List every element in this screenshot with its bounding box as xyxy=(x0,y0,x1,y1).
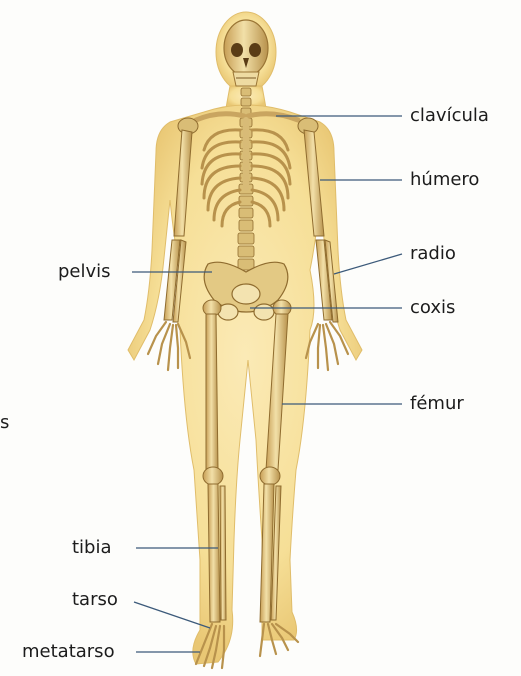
cropped-text-fragment: s xyxy=(0,412,9,433)
label-tarso: tarso xyxy=(72,590,118,610)
label-coxis: coxis xyxy=(410,298,455,318)
leader-radio xyxy=(334,254,402,274)
label-humero: húmero xyxy=(410,170,479,190)
label-radio: radio xyxy=(410,244,456,264)
label-femur: fémur xyxy=(410,394,464,414)
label-metatarso: metatarso xyxy=(22,642,115,662)
label-tibia: tibia xyxy=(72,538,112,558)
leader-tarso xyxy=(134,602,210,628)
label-pelvis: pelvis xyxy=(58,262,111,282)
label-clavicula: clavícula xyxy=(410,106,489,126)
